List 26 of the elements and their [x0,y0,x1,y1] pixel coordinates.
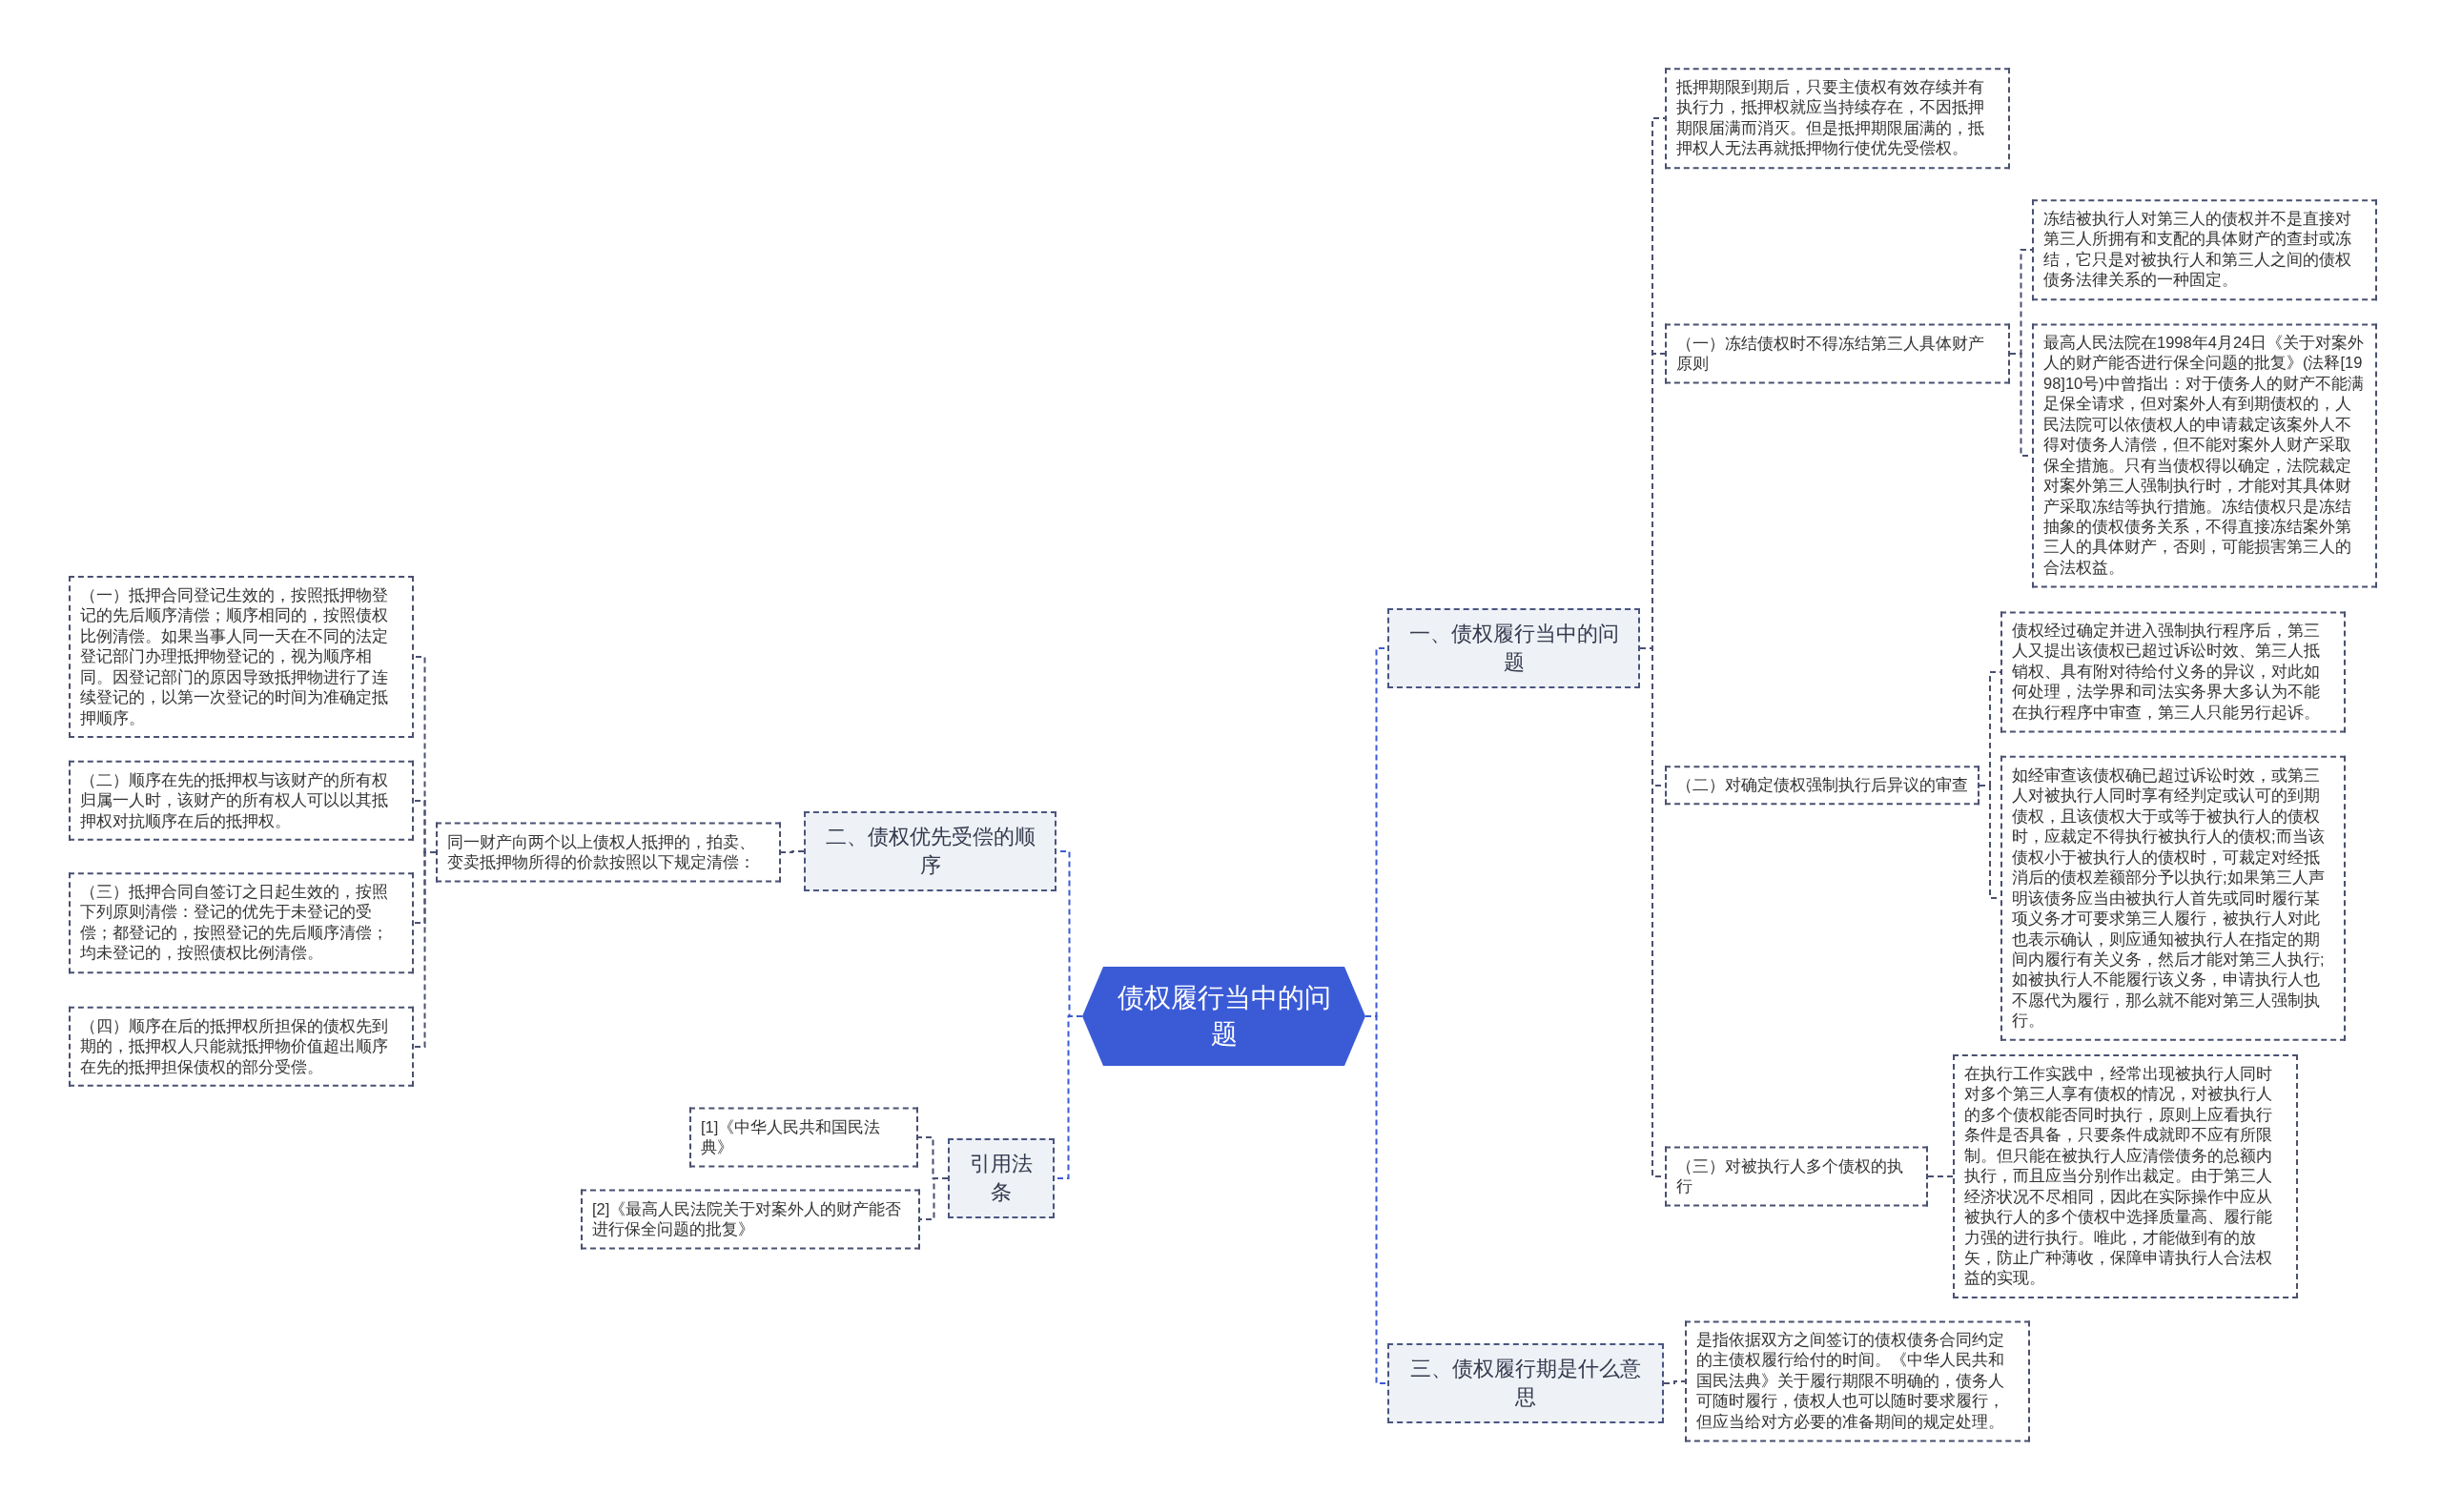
connector-line [780,850,805,853]
topic-box: 引用法条 [948,1138,1055,1218]
note-box: [2]《最高人民法院关于对案外人的财产能否进行保全问题的批复》 [581,1189,920,1250]
note-box: （一）抵押合同登记生效的，按照抵押物登记的先后顺序清偿；顺序相同的，按照债权比例清偿。如果当事人同一天在不同的法定登记部门办理抵押物登记的，视为顺序相同。因登记部门的原因导致抵押物进行了连续登记的，以第一次登记的时间为准确定抵押顺序。 [69,575,414,739]
note-box: 抵押期限到期后，只要主债权有效存续并有执行力，抵押权就应当持续存在，不因抵押期限届满而消灭。但是抵押期限届满的，抵押权人无法再就抵押物行使优先受偿权。 [1665,68,2010,169]
connector-line [413,851,437,1048]
note-box: （三）对被执行人多个债权的执行 [1665,1146,1928,1207]
central-topic: 债权履行当中的问题 [1082,967,1365,1066]
note-box: 是指依据双方之间签订的债权债务合同约定的主债权履行给付的时间。《中华人民共和国民法典》关于履行期限不明确的，债务人可随时履行，债权人也可以随时要求履行，但应当给对方必要的准备期间的规定处理。 [1685,1320,2030,1442]
note-box: 债权经过确定并进入强制执行程序后，第三人又提出该债权已超过诉讼时效、第三人抵销权、具有附对待给付义务的异议，对此如何处理，法学界和司法实务界大多认为不能在执行程序中审查，第三人只能另行起诉。 [2000,611,2346,733]
note-box: [1]《中华人民共和国民法典》 [689,1107,918,1168]
note-box: 在执行工作实践中，经常出现被执行人同时对多个第三人享有债权的情况，对被执行人的多个债权能否同时执行，原则上应看执行条件是否具备，只要条件成就即不应有所限制。但只能在被执行人应清偿债务的总额内执行，而且应当分别作出裁定。由于第三人经济状况不尽相同，因此在实际操作中应从被执行人的多个债权中选择质量高、履行能力强的进行执行。唯此，才能做到有的放矢，防止广种薄收，保障申请执行人合法权益的实现。 [1953,1054,2298,1298]
note-box: （二）顺序在先的抵押权与该财产的所有权归属一人时，该财产的所有权人可以以其抵押权对抗顺序在后的抵押权。 [69,760,414,842]
note-box: （三）抵押合同自签订之日起生效的，按照下列原则清偿：登记的优先于未登记的受偿；都登记的，按照登记的先后顺序清偿；均未登记的，按照债权比例清偿。 [69,872,414,973]
note-box: 如经审查该债权确已超过诉讼时效，或第三人对被执行人同时享有经判定或认可的到期债权，且该债权大于或等于被执行人的债权时，应裁定不得执行被执行人的债权;而当该债权小于被执行人的债权时，可裁定对经抵消后的债权差额部分予以执行;如果第三人声明该债务应当由被执行人首先或同时履行某项义务才可要求第三人履行，被执行人对此也表示确认，则应通知被执行人在指定的期间内履行有关义务，然后才能对第三人执行;如被执行人不能履行该义务，申请执行人也不愿代为履行，那么就不能对第三人强制执行。 [2000,755,2346,1041]
note-box: 最高人民法院在1998年4月24日《关于对案外人的财产能否进行保全问题的批复》(法释[1998]10号)中曾指出：对于债务人的财产不能满足保全请求，但对案外人有到期债权的，人民法院可以依债权人的申请裁定该案外人不得对债务人清偿，但不能对案外人财产采取保全措施。只有当债权得以确定，法院裁定对案外第三人强制执行时，才能对其具体财产采取冻结等执行措施。冻结债权只是冻结抽象的债权债务关系，不得直接冻结案外第三人的具体财产，否则，可能损害第三人的合法权益。 [2032,323,2377,588]
topic-box: 一、债权履行当中的问题 [1387,608,1640,688]
note-box: （四）顺序在后的抵押权所担保的债权先到期的，抵押权人只能就抵押物价值超出顺序在先的抵押担保债权的部分受偿。 [69,1006,414,1088]
topic-box: 二、债权优先受偿的顺序 [804,811,1056,891]
connector-line [1927,1175,1954,1177]
note-box: 冻结被执行人对第三人的债权并不是直接对第三人所拥有和支配的具体财产的查封或冻结，它只是对被执行人和第三人之间的债权债务法律关系的一种固定。 [2032,199,2377,300]
note-box: （一）冻结债权时不得冻结第三人具体财产原则 [1665,323,2010,384]
topic-box: 三、债权履行期是什么意思 [1387,1343,1664,1423]
note-box: 同一财产向两个以上债权人抵押的，拍卖、变卖抵押物所得的价款按照以下规定清偿： [436,822,781,883]
note-box: （二）对确定债权强制执行后异议的审查 [1665,766,1979,806]
connector-line [1663,1380,1686,1384]
